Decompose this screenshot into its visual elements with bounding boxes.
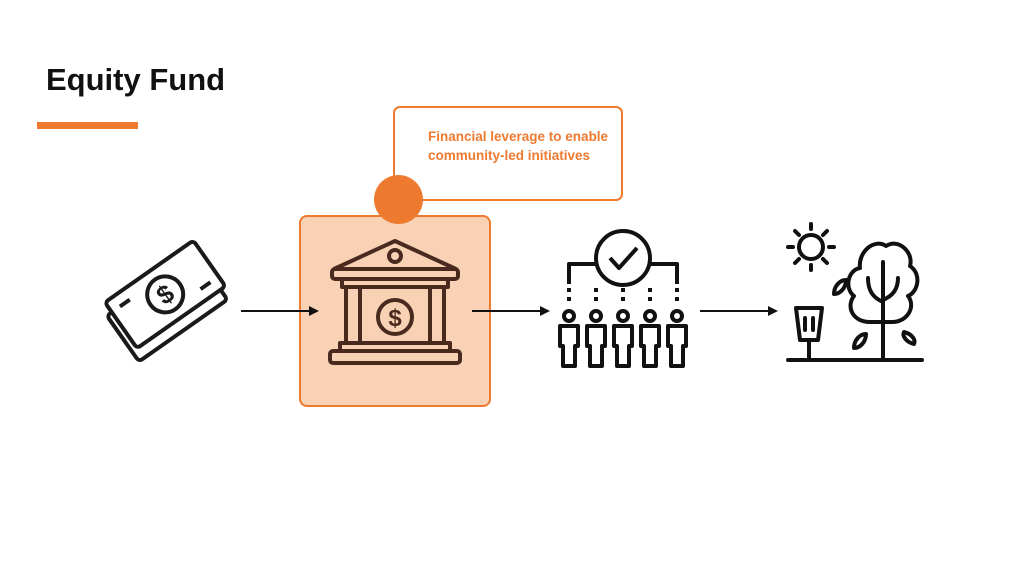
- callout-text: Financial leverage to enable community-l…: [428, 129, 609, 163]
- arrow-icon: [700, 306, 778, 316]
- callout-box: [393, 106, 623, 201]
- slide-title: Equity Fund: [46, 62, 226, 97]
- money-icon: $: [104, 240, 228, 362]
- svg-text:$: $: [388, 305, 402, 332]
- park-tree-icon: [786, 222, 924, 362]
- arrow-icon: [241, 306, 319, 316]
- bank-icon: $: [328, 239, 462, 365]
- callout-dot: [374, 175, 423, 224]
- arrow-icon: [472, 306, 550, 316]
- title-underline: [37, 122, 138, 129]
- community-vote-icon: [558, 229, 688, 368]
